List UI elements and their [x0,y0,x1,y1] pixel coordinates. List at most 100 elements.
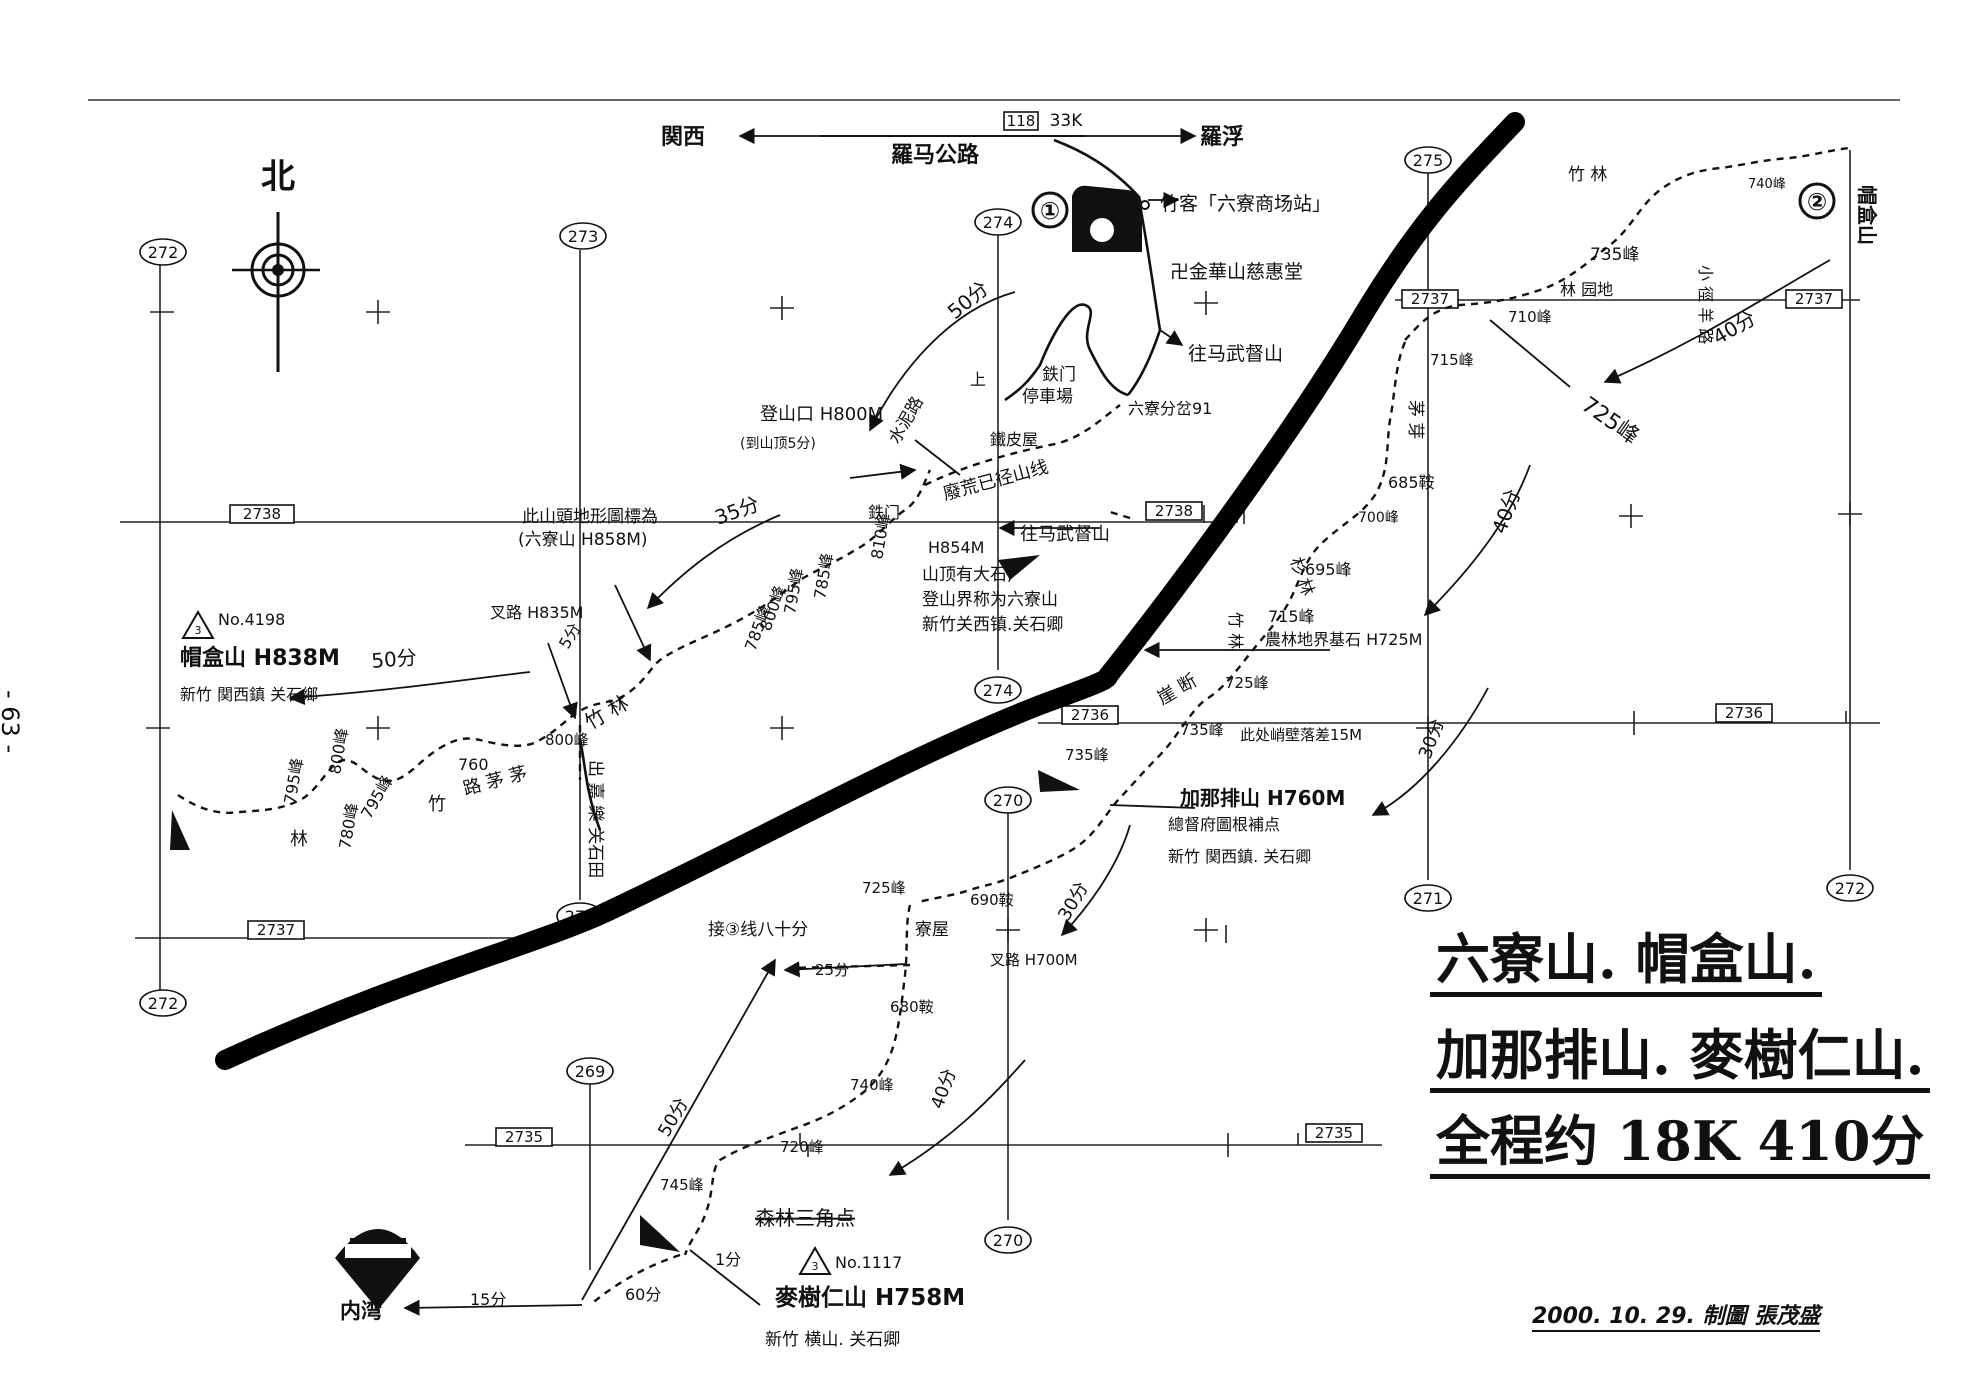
label-cement-road: 水泥路 [885,393,928,447]
label-cliff-break: 崖 断 [1154,670,1201,709]
label-mawudu: 往马武督山 [1188,343,1283,365]
arrows [288,191,1831,1316]
grid-lines [120,150,1880,1270]
label-saddle: 685鞍 [1388,473,1435,492]
label-peak: 700峰 [1358,510,1399,526]
northing-label: 2737 [1795,290,1833,308]
label-mai-peak: 麥樹仁山 H758M [774,1284,965,1311]
label-peak: 735峰 [1065,746,1109,764]
road-name: 羅马公路 [891,142,980,168]
label-up: 上 [970,370,986,389]
label-fork: 叉路 H700M [990,951,1078,969]
label-peak: 715峰 [1430,351,1474,369]
label-peak-note: 登山界称为六寮山 [922,590,1058,610]
label-saddle: 680鞍 [890,998,934,1016]
label-peak: 735峰 [1590,245,1639,265]
credit: 2000. 10. 29. 制圖 張茂盛 [1532,1298,1821,1332]
label-time: 40分 [1487,486,1525,537]
label-hut: 寮屋 [915,920,949,940]
easting-label: 271 [1413,889,1444,908]
easting-label: 274 [983,213,1014,232]
label-peak: 745峰 [660,1176,704,1194]
label-peak: 760 [458,755,489,774]
label-to-mawudu: 往马武督山 [1020,524,1110,545]
northing-labels: 2738 2737 2736 2737 2738 2736 2735 2735 … [229,289,1843,1147]
northing-label: 2735 [505,1128,543,1146]
label-cliff: 此处峭壁落差15M [1240,726,1362,744]
easting-label: 275 [1413,151,1444,170]
label-time: 60分 [625,1285,661,1304]
label-map-elevation: (六寮山 H858M) [518,530,648,550]
easting-label: 270 [993,1231,1024,1250]
label-trailhead-note: (到山顶5分) [740,436,816,452]
map-title-line-3: 全程约 18K 410分 [1430,1110,1931,1180]
route-marker-1: ① [1040,197,1060,225]
label-bamboo: 竹 林 [1226,612,1245,649]
label-jinhua: 卍金華山慈惠堂 [1170,261,1303,283]
label-peak: 720峰 [780,1138,824,1156]
page-number: - 63 - [0,690,24,753]
label-agri-boundary: 農林地界基石 H725M [1265,630,1422,649]
label-peak-elevation: H854M [928,538,984,557]
flag-icon [170,810,190,850]
flag-icon [640,1215,680,1252]
easting-label: 272 [1835,879,1866,898]
label-time: 25分 [815,961,849,979]
label-zhuke: 竹客「六寮商场站」 [1160,193,1331,215]
label-triangulation-no: No.4198 [218,610,285,629]
flag-icon [1038,770,1080,792]
label-exit: 出 嘉 樂 关石田 [585,760,605,878]
easting-labels: 272 273 274 275 270 271 272 269 270 274 … [139,146,1874,1254]
label-time: 50分 [654,1095,693,1141]
label-line3: 接③线八十分 [708,920,808,940]
label-peak: 735峰 [1180,721,1224,739]
easting-label: 273 [568,227,599,246]
label-peak: 715峰 [1268,607,1315,626]
label-peak: 800峰 [325,727,352,776]
label-abandoned-trail: 廢荒已径山线 [941,457,1051,505]
label-mai-location: 新竹 横山. 关石卿 [765,1330,900,1350]
label-peak: 795峰 [357,772,397,822]
northing-label: 2738 [243,505,281,523]
label-time: 50分 [943,276,993,324]
northing-label: 2735 [1315,1124,1353,1142]
label-bamboo: 竹 林 [581,690,633,734]
label-peak: 740峰 [1748,177,1786,192]
label-peak: 710峰 [1508,308,1552,326]
label-time: 40分 [1709,306,1760,350]
label-junction: 叉路 H835M [490,603,583,622]
northing-label: 2737 [257,921,295,939]
label-iron-gate: 鉄门 [1042,365,1076,385]
northing-label: 2737 [1411,290,1449,308]
map-title-line-1: 六寮山. 帽盒山. [1430,928,1823,998]
label-bamboo: 竹 林 [1568,165,1607,185]
road-right-destination: 羅浮 [1200,124,1244,150]
mountain-summit-icon [1072,185,1142,252]
label-saddle: 690鞍 [970,891,1014,909]
label-time: 50分 [370,645,417,673]
label-maohe-peak: 帽盒山 H838M [180,645,340,671]
label-jiana-note: 總督府圖根補点 [1168,815,1280,834]
highway: 118 33K 羅马公路 関西 羅浮 [661,111,1244,402]
easting-label: 274 [983,681,1014,700]
label-peak: 780峰 [335,802,362,851]
label-peak: 695峰 [1305,560,1352,579]
label-peak-location: 新竹关西镇.关石卿 [922,615,1063,635]
label-time: 1分 [715,1250,741,1269]
triangulation-icon [181,609,215,639]
label-jiana-location: 新竹 関西鎮. 关石卿 [1168,847,1311,866]
triangulation-icon [798,1245,832,1275]
label-iron-gate-2: 鉄门 [868,503,900,522]
north-label: 北 [261,157,295,197]
label-peak: 725峰 [1577,392,1644,449]
label-grass: 茅 芽 [1405,400,1425,439]
label-peak: 800峰 [545,731,589,749]
label-peak: 785峰 [810,552,837,601]
label-fork: 六寮分岔91 [1128,399,1212,418]
label-jiana-peak: 加那排山 H760M [1179,786,1345,810]
map-title-line-2: 加那排山. 麥樹仁山. [1430,1024,1931,1094]
label-parking: 停車場 [1022,387,1073,407]
label-time: 15分 [470,1290,506,1309]
label-trailhead: 登山口 H800M [760,404,883,425]
road-left-destination: 関西 [661,125,705,150]
